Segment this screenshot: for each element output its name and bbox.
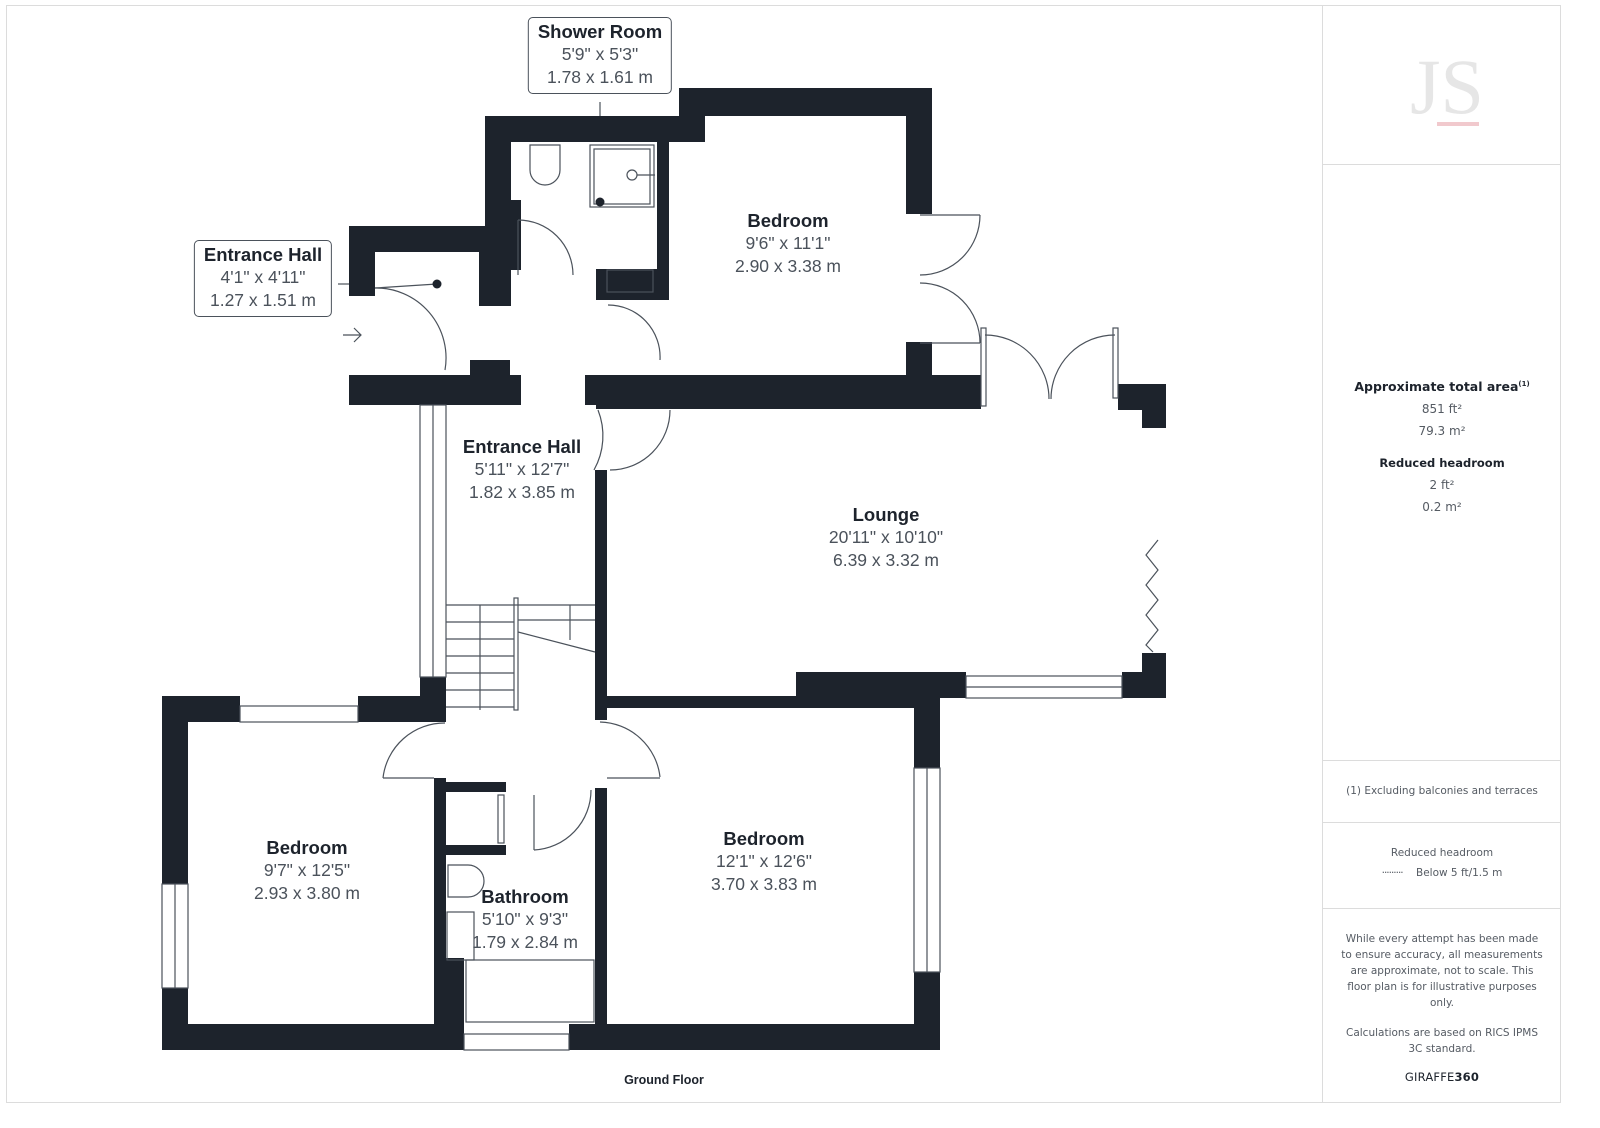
room-dimensions-metric: 1.78 x 1.61 m: [546, 67, 654, 87]
area-summary-section: Approximate total area(1) 851 ft² 79.3 m…: [1323, 165, 1561, 761]
room-name: Shower Room: [537, 21, 663, 42]
room-dimensions-imperial: 5'11" x 12'7": [474, 459, 570, 479]
svg-text:JS: JS: [1410, 43, 1484, 130]
js-logo-icon: JS: [1410, 43, 1484, 130]
room-dimensions-metric: 2.90 x 3.38 m: [734, 256, 842, 276]
room-dimensions-imperial: 5'10" x 9'3": [481, 909, 569, 929]
floor-name: Ground Floor: [624, 1073, 704, 1087]
page-frame: [6, 5, 1561, 1103]
room-dimensions-imperial: 12'1" x 12'6": [716, 851, 812, 871]
room-label-bedroom-2: Bedroom 9'7" x 12'5" 2.93 x 3.80 m: [254, 837, 360, 905]
walls: [162, 88, 1166, 1050]
room-name: Bedroom: [723, 828, 805, 849]
legend-text: Below 5 ft/1.5 m: [1416, 867, 1503, 879]
disclaimer-text: While every attempt has been made to ens…: [1341, 933, 1543, 1009]
reduced-headroom-title: Reduced headroom: [1379, 456, 1505, 470]
room-dimensions-imperial: 9'7" x 12'5": [263, 860, 351, 880]
room-label-entrance-hall-porch: Entrance Hall 4'1" x 4'11" 1.27 x 1.51 m: [193, 240, 333, 317]
logo-section: JS: [1323, 5, 1561, 165]
approx-total-area-title: Approximate total area(1): [1354, 379, 1530, 394]
reduced-headroom-m: 0.2 m²: [1422, 500, 1462, 514]
room-label-bedroom-1: Bedroom 9'6" x 11'1" 2.90 x 3.38 m: [735, 210, 841, 278]
room-name: Lounge: [852, 504, 920, 525]
calculations-note: Calculations are based on RICS IPMS 3C s…: [1345, 1027, 1539, 1055]
total-area-m: 79.3 m²: [1418, 424, 1466, 438]
room-dimensions-imperial: 5'9" x 5'3": [561, 44, 639, 64]
info-panel: JS Approximate total area(1) 851 ft² 79.…: [1322, 5, 1561, 1103]
room-label-bathroom: Bathroom 5'10" x 9'3" 1.79 x 2.84 m: [472, 886, 578, 954]
room-name: Bedroom: [747, 210, 829, 231]
room-label-shower-room: Shower Room 5'9" x 5'3" 1.78 x 1.61 m: [527, 17, 673, 94]
room-dimensions-metric: 2.93 x 3.80 m: [253, 883, 361, 903]
room-name: Entrance Hall: [203, 244, 323, 265]
dotted-line-icon: ·········: [1381, 867, 1404, 879]
room-dimensions-metric: 6.39 x 3.32 m: [832, 550, 940, 570]
total-area-ft: 851 ft²: [1421, 402, 1463, 416]
reduced-headroom-ft: 2 ft²: [1429, 478, 1455, 492]
legend-section: Reduced headroom ········· Below 5 ft/1.…: [1323, 823, 1561, 909]
room-label-lounge: Lounge 20'11" x 10'10" 6.39 x 3.32 m: [829, 504, 943, 572]
room-name: Bedroom: [266, 837, 348, 858]
room-dimensions-imperial: 9'6" x 11'1": [745, 233, 831, 253]
room-dimensions-metric: 1.27 x 1.51 m: [209, 290, 317, 310]
footnote-text: (1) Excluding balconies and terraces: [1346, 785, 1538, 797]
legend-title: Reduced headroom: [1390, 847, 1494, 859]
room-label-entrance-hall: Entrance Hall 5'11" x 12'7" 1.82 x 3.85 …: [463, 436, 581, 504]
room-label-bedroom-3: Bedroom 12'1" x 12'6" 3.70 x 3.83 m: [711, 828, 817, 896]
legend-row: ········· Below 5 ft/1.5 m: [1323, 865, 1561, 881]
room-dimensions-metric: 1.82 x 3.85 m: [468, 482, 576, 502]
room-dimensions-metric: 1.79 x 2.84 m: [471, 932, 579, 952]
floor-plan-drawing: [161, 88, 1166, 1051]
giraffe360-brand: GIRAFFE360: [1404, 1070, 1480, 1084]
room-dimensions-imperial: 4'1" x 4'11": [220, 267, 306, 287]
fixture-dots: [432, 197, 605, 289]
footnote-section: (1) Excluding balconies and terraces: [1323, 761, 1561, 823]
room-name: Bathroom: [481, 886, 569, 907]
room-dimensions-imperial: 20'11" x 10'10": [828, 527, 944, 547]
room-dimensions-metric: 3.70 x 3.83 m: [710, 874, 818, 894]
room-name: Entrance Hall: [462, 436, 582, 457]
disclaimer-section: While every attempt has been made to ens…: [1323, 909, 1561, 1103]
fixtures-and-doors: [161, 102, 1159, 1051]
footnote-marker: (1): [1518, 379, 1530, 388]
